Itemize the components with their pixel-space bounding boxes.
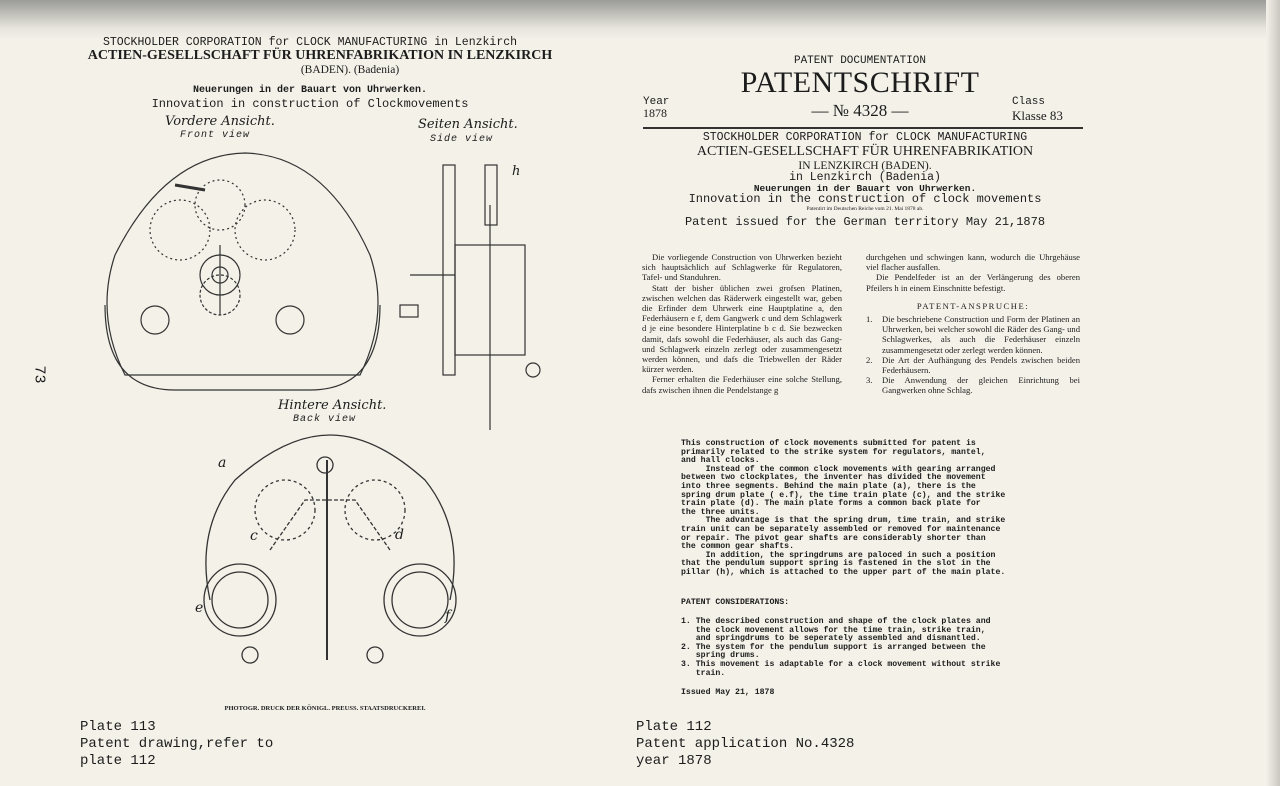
left-header-en: STOCKHOLDER CORPORATION for CLOCK MANUFA… (102, 36, 518, 49)
printer-credit: PHOTOGR. DRUCK DER KÖNIGL. PREUSS. STAAT… (224, 705, 426, 712)
paragraph: durchgehen und schwingen kann, wodurch d… (866, 252, 1080, 273)
year-label: Year (643, 96, 670, 108)
caption-line: year 1878 (636, 753, 712, 769)
page-number: 73 (30, 365, 48, 384)
issued-en: Patent issued for the German territory M… (684, 215, 1046, 229)
doc-label: PATENT DOCUMENTATION (793, 55, 927, 67)
right-caption: Plate 112 Patent application No.4328 yea… (636, 719, 854, 770)
back-view-drawing (203, 434, 457, 664)
left-title-de: Neuerungen in der Bauart von Uhrwerken. (192, 85, 428, 96)
left-title-en: Innovation in construction of Clockmovem… (151, 97, 469, 111)
class-label: Class (1012, 96, 1046, 108)
patented-de: Patentirt im Deutschen Reiche vom 21. Ma… (806, 206, 924, 212)
back-view-de: Hintere Ansicht. (278, 398, 387, 413)
paragraph: Statt der bisher üblichen zwei grofsen P… (642, 282, 842, 375)
german-column-1: Die vorliegende Construction von Uhrwerk… (642, 252, 842, 395)
patent-number: — № 4328 — (811, 101, 909, 120)
front-view-drawing (104, 152, 381, 391)
issued-date: Issued May 21, 1878 (681, 688, 775, 697)
back-view-en: Back view (293, 414, 357, 425)
doc-title: PATENTSCHRIFT (740, 66, 980, 99)
caption-line: Patent application No.4328 (636, 736, 855, 752)
claim: 1.Die beschriebene Construction und Form… (866, 314, 1080, 355)
claims-heading: PATENT-ANSPRUCHE: (916, 300, 1030, 311)
german-column-2: durchgehen und schwingen kann, wodurch d… (866, 252, 1080, 396)
page-edge-shadow (1266, 0, 1280, 786)
front-and-side-view-drawing (104, 152, 541, 430)
company-en: STOCKHOLDER CORPORATION for CLOCK MANUFA… (702, 131, 1028, 144)
side-view-de: Seiten Ansicht. (418, 117, 518, 132)
label-a: a (218, 455, 227, 471)
paragraph: Die Pendelfeder ist an der Verlängerung … (866, 272, 1080, 293)
class-value: Klasse 83 (1012, 108, 1063, 123)
title-en: Innovation in the construction of clock … (688, 192, 1042, 206)
side-view-en: Side view (430, 134, 494, 145)
caption-line: Patent drawing,refer to (80, 736, 274, 752)
year-value: 1878 (643, 106, 667, 120)
claim: 2.Die Art der Aufhängung des Pendels zwi… (866, 354, 1080, 376)
claim: 3.Die Anwendung der gleichen Einrichtung… (866, 375, 1080, 396)
company-de: ACTIEN-GESELLSCHAFT FÜR UHRENFABRIKATION (696, 144, 1034, 159)
caption-line: Plate 112 (636, 719, 712, 735)
caption-line: plate 112 (80, 753, 156, 769)
label-f: f (445, 608, 451, 624)
front-view-de: Vordere Ansicht. (165, 114, 275, 129)
label-d: d (395, 527, 404, 543)
caption-line: Plate 113 (80, 719, 156, 735)
scan-shadow (0, 0, 1280, 40)
considerations-heading: PATENT CONSIDERATIONS: (681, 598, 790, 607)
label-h: h (512, 164, 521, 179)
label-c: c (250, 528, 258, 544)
left-caption: Plate 113 Patent drawing,refer to plate … (80, 719, 273, 770)
label-e: e (195, 600, 204, 616)
side-view-drawing (399, 164, 541, 430)
considerations-list: 1. The described construction and shape … (681, 617, 1001, 678)
paragraph: Ferner erhalten die Federhäuser eine sol… (642, 374, 842, 395)
location-de: IN LENZKIRCH (BADEN). (798, 160, 932, 172)
front-view-en: Front view (180, 130, 251, 141)
left-header-region: (BADEN). (Badenia) (300, 64, 400, 76)
header-rule (643, 127, 1083, 129)
left-header-de: ACTIEN-GESELLSCHAFT FÜR UHRENFABRIKATION… (87, 48, 553, 63)
paragraph: Die vorliegende Construction von Uhrwerk… (642, 252, 842, 283)
location-en: in Lenzkirch (Badenia) (789, 171, 941, 184)
english-translation: This construction of clock movements sub… (681, 439, 1006, 577)
title-de: Neuerungen in der Bauart von Uhrwerken. (753, 183, 977, 194)
